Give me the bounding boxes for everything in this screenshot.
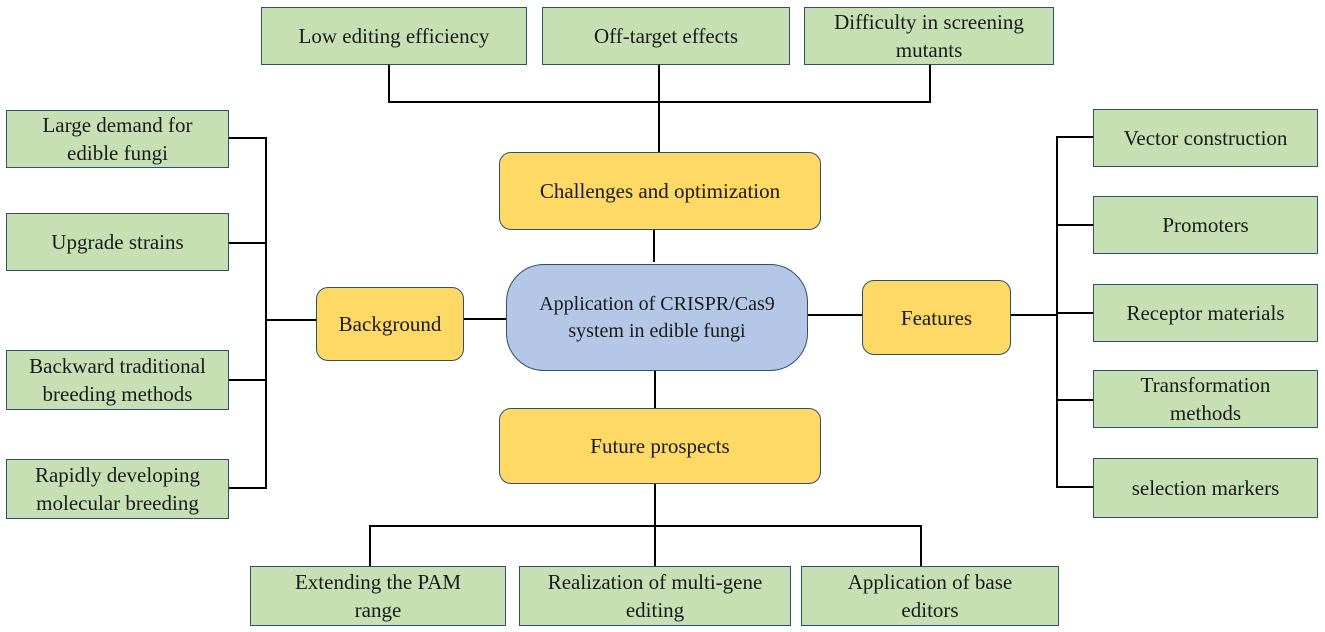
feature-item-node: Receptor materials	[1093, 284, 1318, 342]
future-item-label: Realization of multi-gene editing	[547, 570, 763, 622]
challenge-item-label: Off-target effects	[593, 24, 739, 48]
background-item-node: Backward traditional breeding methods	[6, 350, 229, 410]
background-item-label: Rapidly developing molecular breeding	[34, 463, 201, 515]
feature-item-label: selection markers	[1131, 476, 1280, 500]
background-item-node: Rapidly developing molecular breeding	[6, 459, 229, 519]
feature-item-node: selection markers	[1093, 458, 1318, 518]
future-category-label: Future prospects	[590, 434, 730, 458]
future-item-node: Realization of multi-gene editing	[519, 566, 791, 626]
future-item-label: Application of base editors	[847, 570, 1013, 622]
future-item-node: Application of base editors	[801, 566, 1059, 626]
background-item-label: Backward traditional breeding methods	[29, 354, 206, 406]
challenge-item-node: Low editing efficiency	[261, 7, 527, 65]
center-topic-label: Application of CRISPR/Cas9 system in edi…	[539, 292, 775, 342]
challenge-item-label: Low editing efficiency	[298, 24, 490, 48]
challenge-item-node: Off-target effects	[542, 7, 790, 65]
background-category-node: Background	[316, 287, 464, 361]
background-item-node: Upgrade strains	[6, 213, 229, 271]
feature-item-node: Transformation methods	[1093, 370, 1318, 428]
background-category-label: Background	[338, 312, 442, 336]
feature-item-label: Promoters	[1162, 213, 1249, 237]
future-item-node: Extending the PAM range	[250, 566, 506, 626]
feature-item-label: Vector construction	[1123, 126, 1288, 150]
center-topic-node: Application of CRISPR/Cas9 system in edi…	[506, 264, 808, 371]
background-item-label: Large demand for edible fungi	[42, 113, 193, 165]
challenge-item-label: Difficulty in screening mutants	[834, 10, 1024, 62]
future-category-node: Future prospects	[499, 408, 821, 484]
feature-item-node: Promoters	[1093, 196, 1318, 254]
feature-item-node: Vector construction	[1093, 109, 1318, 167]
challenges-category-node: Challenges and optimization	[499, 152, 821, 230]
background-item-label: Upgrade strains	[51, 230, 184, 254]
challenges-category-label: Challenges and optimization	[539, 179, 781, 203]
features-category-node: Features	[862, 280, 1011, 355]
feature-item-label: Transformation methods	[1140, 373, 1271, 425]
background-item-node: Large demand for edible fungi	[6, 110, 229, 168]
challenge-item-node: Difficulty in screening mutants	[804, 7, 1054, 65]
feature-item-label: Receptor materials	[1126, 301, 1285, 325]
future-item-label: Extending the PAM range	[294, 570, 462, 622]
features-category-label: Features	[900, 305, 973, 330]
